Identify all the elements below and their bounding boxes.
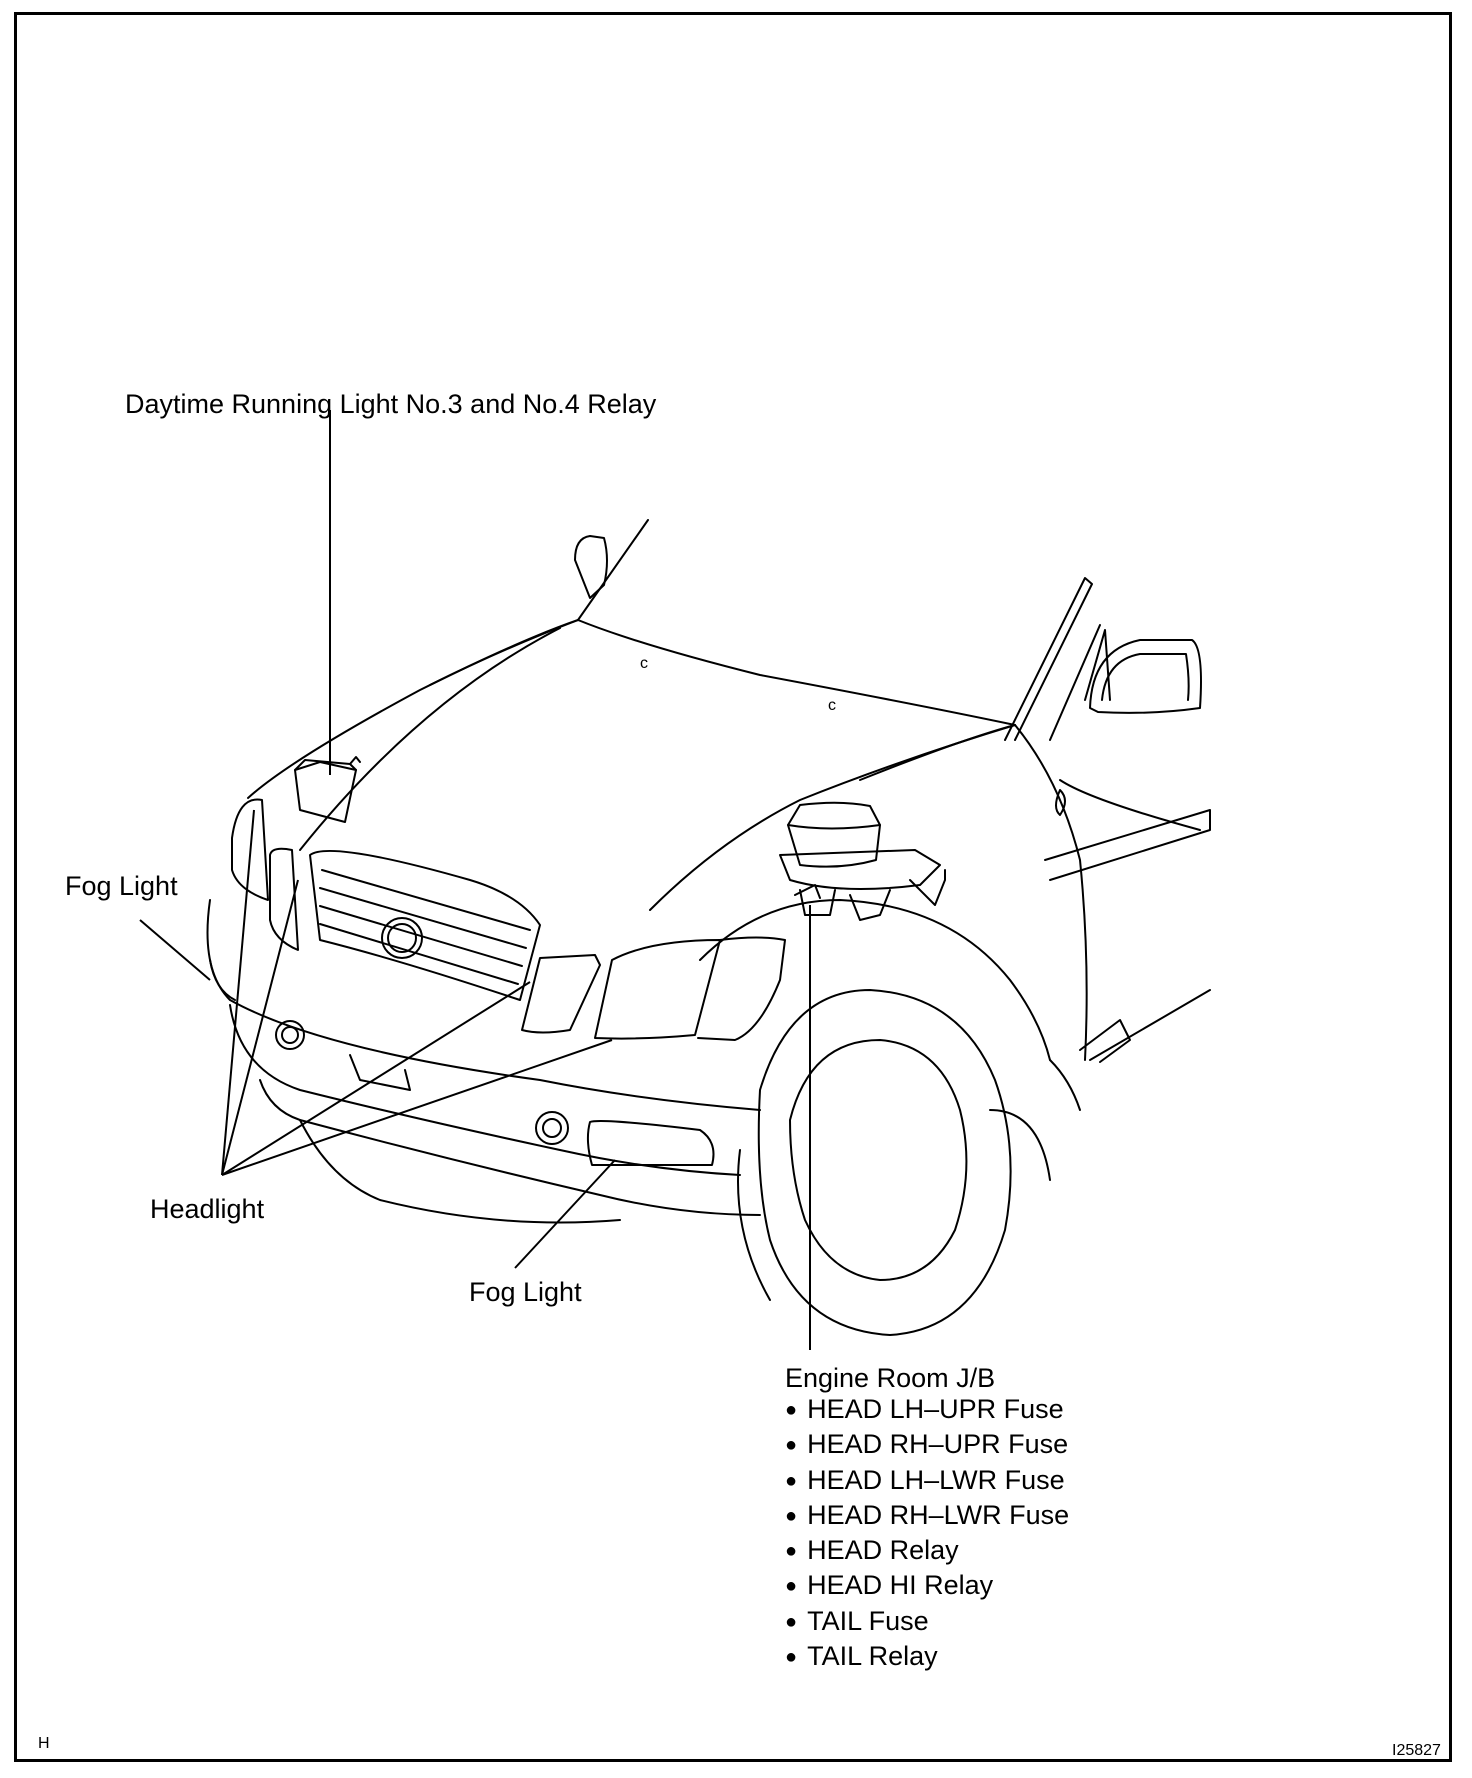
engine-room-jb-label: Engine Room J/B	[785, 1363, 996, 1393]
corner-mark-left: H	[38, 1735, 50, 1752]
list-item: HEAD LH–UPR Fuse	[785, 1393, 1069, 1428]
list-item: TAIL Fuse	[785, 1605, 1069, 1640]
list-item: HEAD RH–UPR Fuse	[785, 1428, 1069, 1463]
svg-text:c: c	[640, 655, 648, 672]
svg-text:c: c	[828, 697, 836, 714]
list-item: HEAD RH–LWR Fuse	[785, 1499, 1069, 1534]
list-item: HEAD Relay	[785, 1534, 1069, 1569]
engine-room-items-list: HEAD LH–UPR Fuse HEAD RH–UPR Fuse HEAD L…	[785, 1393, 1069, 1675]
list-item: HEAD LH–LWR Fuse	[785, 1464, 1069, 1499]
figure-id: I25827	[1392, 1742, 1441, 1759]
drl-relay-label: Daytime Running Light No.3 and No.4 Rela…	[125, 389, 657, 419]
figure-frame	[14, 12, 1452, 1762]
fog-light-left-label: Fog Light	[65, 871, 178, 901]
headlight-label: Headlight	[150, 1194, 265, 1224]
list-item: TAIL Relay	[785, 1640, 1069, 1675]
list-item: HEAD HI Relay	[785, 1569, 1069, 1604]
fog-light-bottom-label: Fog Light	[469, 1277, 582, 1307]
